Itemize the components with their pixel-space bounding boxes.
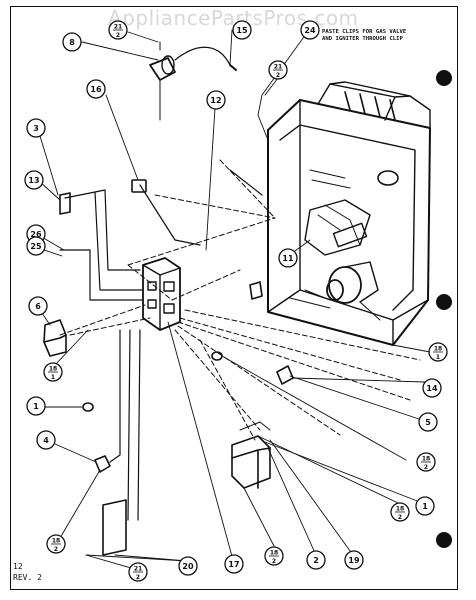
callout-c8: 8 (62, 32, 82, 52)
callout-label: 25 (30, 242, 42, 251)
callout-label: 2 (116, 32, 120, 39)
callout-c2: 2 (306, 550, 326, 570)
callout-c18e: 182 (46, 534, 66, 554)
callout-c12: 12 (206, 90, 226, 110)
registration-marks (436, 70, 452, 548)
diagram-frame (10, 6, 458, 590)
callout-label: 1 (51, 374, 55, 381)
callout-label: 24 (304, 26, 316, 35)
callout-label: 2 (136, 574, 140, 581)
revision-label: REV. 2 (13, 573, 42, 582)
callout-label: 18 (422, 456, 430, 463)
callout-label: 6 (35, 302, 41, 311)
callout-c21c: 212 (128, 562, 148, 582)
callout-c3: 3 (26, 118, 46, 138)
callout-label: 3 (33, 124, 39, 133)
page-number: 12 (13, 562, 23, 571)
callout-c4: 4 (36, 430, 56, 450)
callout-c20: 20 (178, 556, 198, 576)
callout-c21a: 212 (108, 20, 128, 40)
igniter-assembly (149, 41, 237, 121)
callout-label: 18 (270, 550, 278, 557)
callout-label: 4 (43, 436, 49, 445)
callout-c14: 14 (422, 378, 442, 398)
callout-label: 5 (425, 418, 431, 427)
callout-label: 21 (274, 64, 282, 71)
callout-label: 18 (49, 366, 57, 373)
callout-label: 17 (228, 560, 239, 569)
callout-c18d: 182 (390, 502, 410, 522)
wiring-harness (59, 169, 263, 521)
callout-label: 1 (33, 402, 39, 411)
callout-label: 1 (422, 502, 428, 511)
mounting-plane (59, 159, 421, 441)
callout-c18f: 182 (264, 546, 284, 566)
callout-label: 18 (434, 346, 442, 353)
callout-label: 2 (54, 546, 58, 553)
callout-c19: 19 (344, 550, 364, 570)
callout-c18b: 181 (428, 342, 448, 362)
callout-c21b: 212 (268, 60, 288, 80)
callout-c16: 16 (86, 79, 106, 99)
callout-label: 19 (348, 556, 360, 565)
callout-label: 14 (426, 384, 438, 393)
callout-label: 11 (282, 254, 294, 263)
callout-c1a: 1 (26, 396, 46, 416)
callout-c18a: 181 (43, 362, 63, 382)
callout-label: 2 (398, 514, 402, 521)
callout-label: 2 (313, 556, 319, 565)
callout-label: 15 (236, 26, 248, 35)
burner-housing (267, 81, 431, 346)
callout-label: 21 (134, 566, 142, 573)
callout-c13: 13 (24, 170, 44, 190)
callout-label: 2 (272, 558, 276, 565)
callout-c18c: 182 (416, 452, 436, 472)
callout-label: 26 (30, 230, 42, 239)
callout-c25: 25 (26, 236, 46, 256)
callout-c17: 17 (224, 554, 244, 574)
callout-c1b: 1 (415, 496, 435, 516)
callout-label: 16 (90, 85, 102, 94)
assembly-note: PASTE CLIPS FOR GAS VALVE AND IGNITER TH… (322, 29, 407, 42)
callout-c11: 11 (278, 248, 298, 268)
callout-label: 21 (114, 24, 122, 31)
callout-label: 2 (276, 72, 280, 79)
callout-c6: 6 (28, 296, 48, 316)
callout-label: 20 (182, 562, 194, 571)
callout-label: 18 (52, 538, 60, 545)
callout-label: 2 (424, 464, 428, 471)
callout-label: 12 (210, 96, 221, 105)
control-box (142, 257, 181, 331)
small-components (43, 179, 294, 556)
callout-label: 1 (436, 354, 440, 361)
callout-c5: 5 (418, 412, 438, 432)
callout-label: 13 (28, 176, 39, 185)
callout-c24: 24 (300, 20, 320, 40)
callout-label: 18 (396, 506, 404, 513)
callout-label: 8 (69, 38, 75, 47)
callout-c15: 15 (232, 20, 252, 40)
